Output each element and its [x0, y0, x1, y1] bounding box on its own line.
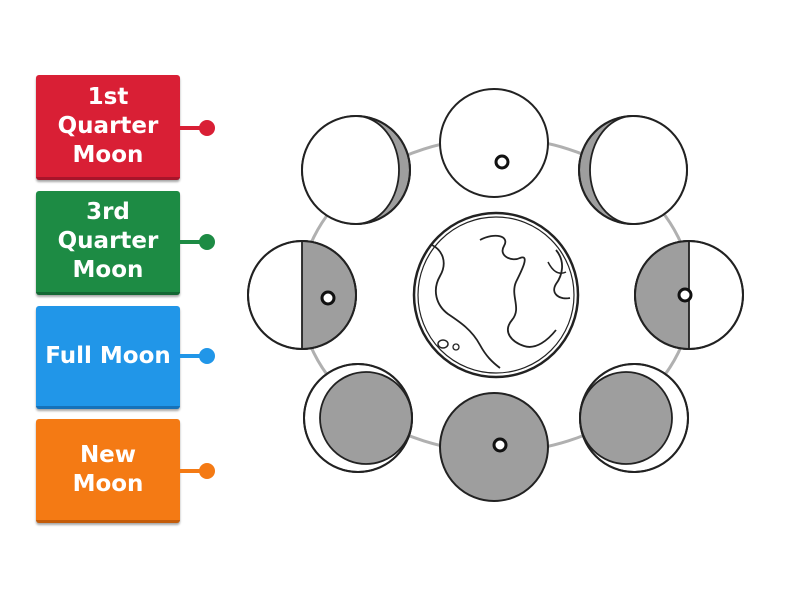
connector-line [180, 126, 204, 130]
label-text: 3rd Quarter Moon [57, 199, 159, 283]
label-first-quarter-moon[interactable]: 1st Quarter Moon [36, 75, 180, 180]
label-text: Full Moon [45, 342, 171, 369]
drop-marker[interactable] [677, 287, 693, 303]
drop-pin-full-moon[interactable] [199, 348, 215, 364]
label-new-moon[interactable]: New Moon [36, 419, 180, 523]
moon-phase-icon [578, 115, 688, 225]
moon-phase-icon [303, 363, 413, 473]
moon-phase-icon [439, 392, 549, 502]
earth-icon [412, 211, 580, 379]
moon-phase-icon [301, 115, 411, 225]
drop-pin-third-quarter[interactable] [199, 234, 215, 250]
connector-line [180, 469, 204, 473]
moon-phase-icon [439, 88, 549, 198]
drop-pin-new-moon[interactable] [199, 463, 215, 479]
drop-pin-first-quarter[interactable] [199, 120, 215, 136]
label-text: 1st Quarter Moon [57, 83, 159, 168]
moon-phase-icon [579, 363, 689, 473]
label-third-quarter-moon[interactable]: 3rd Quarter Moon [36, 191, 180, 295]
label-full-moon[interactable]: Full Moon [36, 306, 180, 409]
moon-phase-icon [247, 240, 357, 350]
moon-phase-icon [634, 240, 744, 350]
connector-line [180, 240, 204, 244]
drop-marker[interactable] [320, 290, 336, 306]
drop-marker[interactable] [494, 154, 510, 170]
drop-marker[interactable] [492, 437, 508, 453]
label-text: New Moon [72, 441, 144, 497]
connector-line [180, 354, 204, 358]
